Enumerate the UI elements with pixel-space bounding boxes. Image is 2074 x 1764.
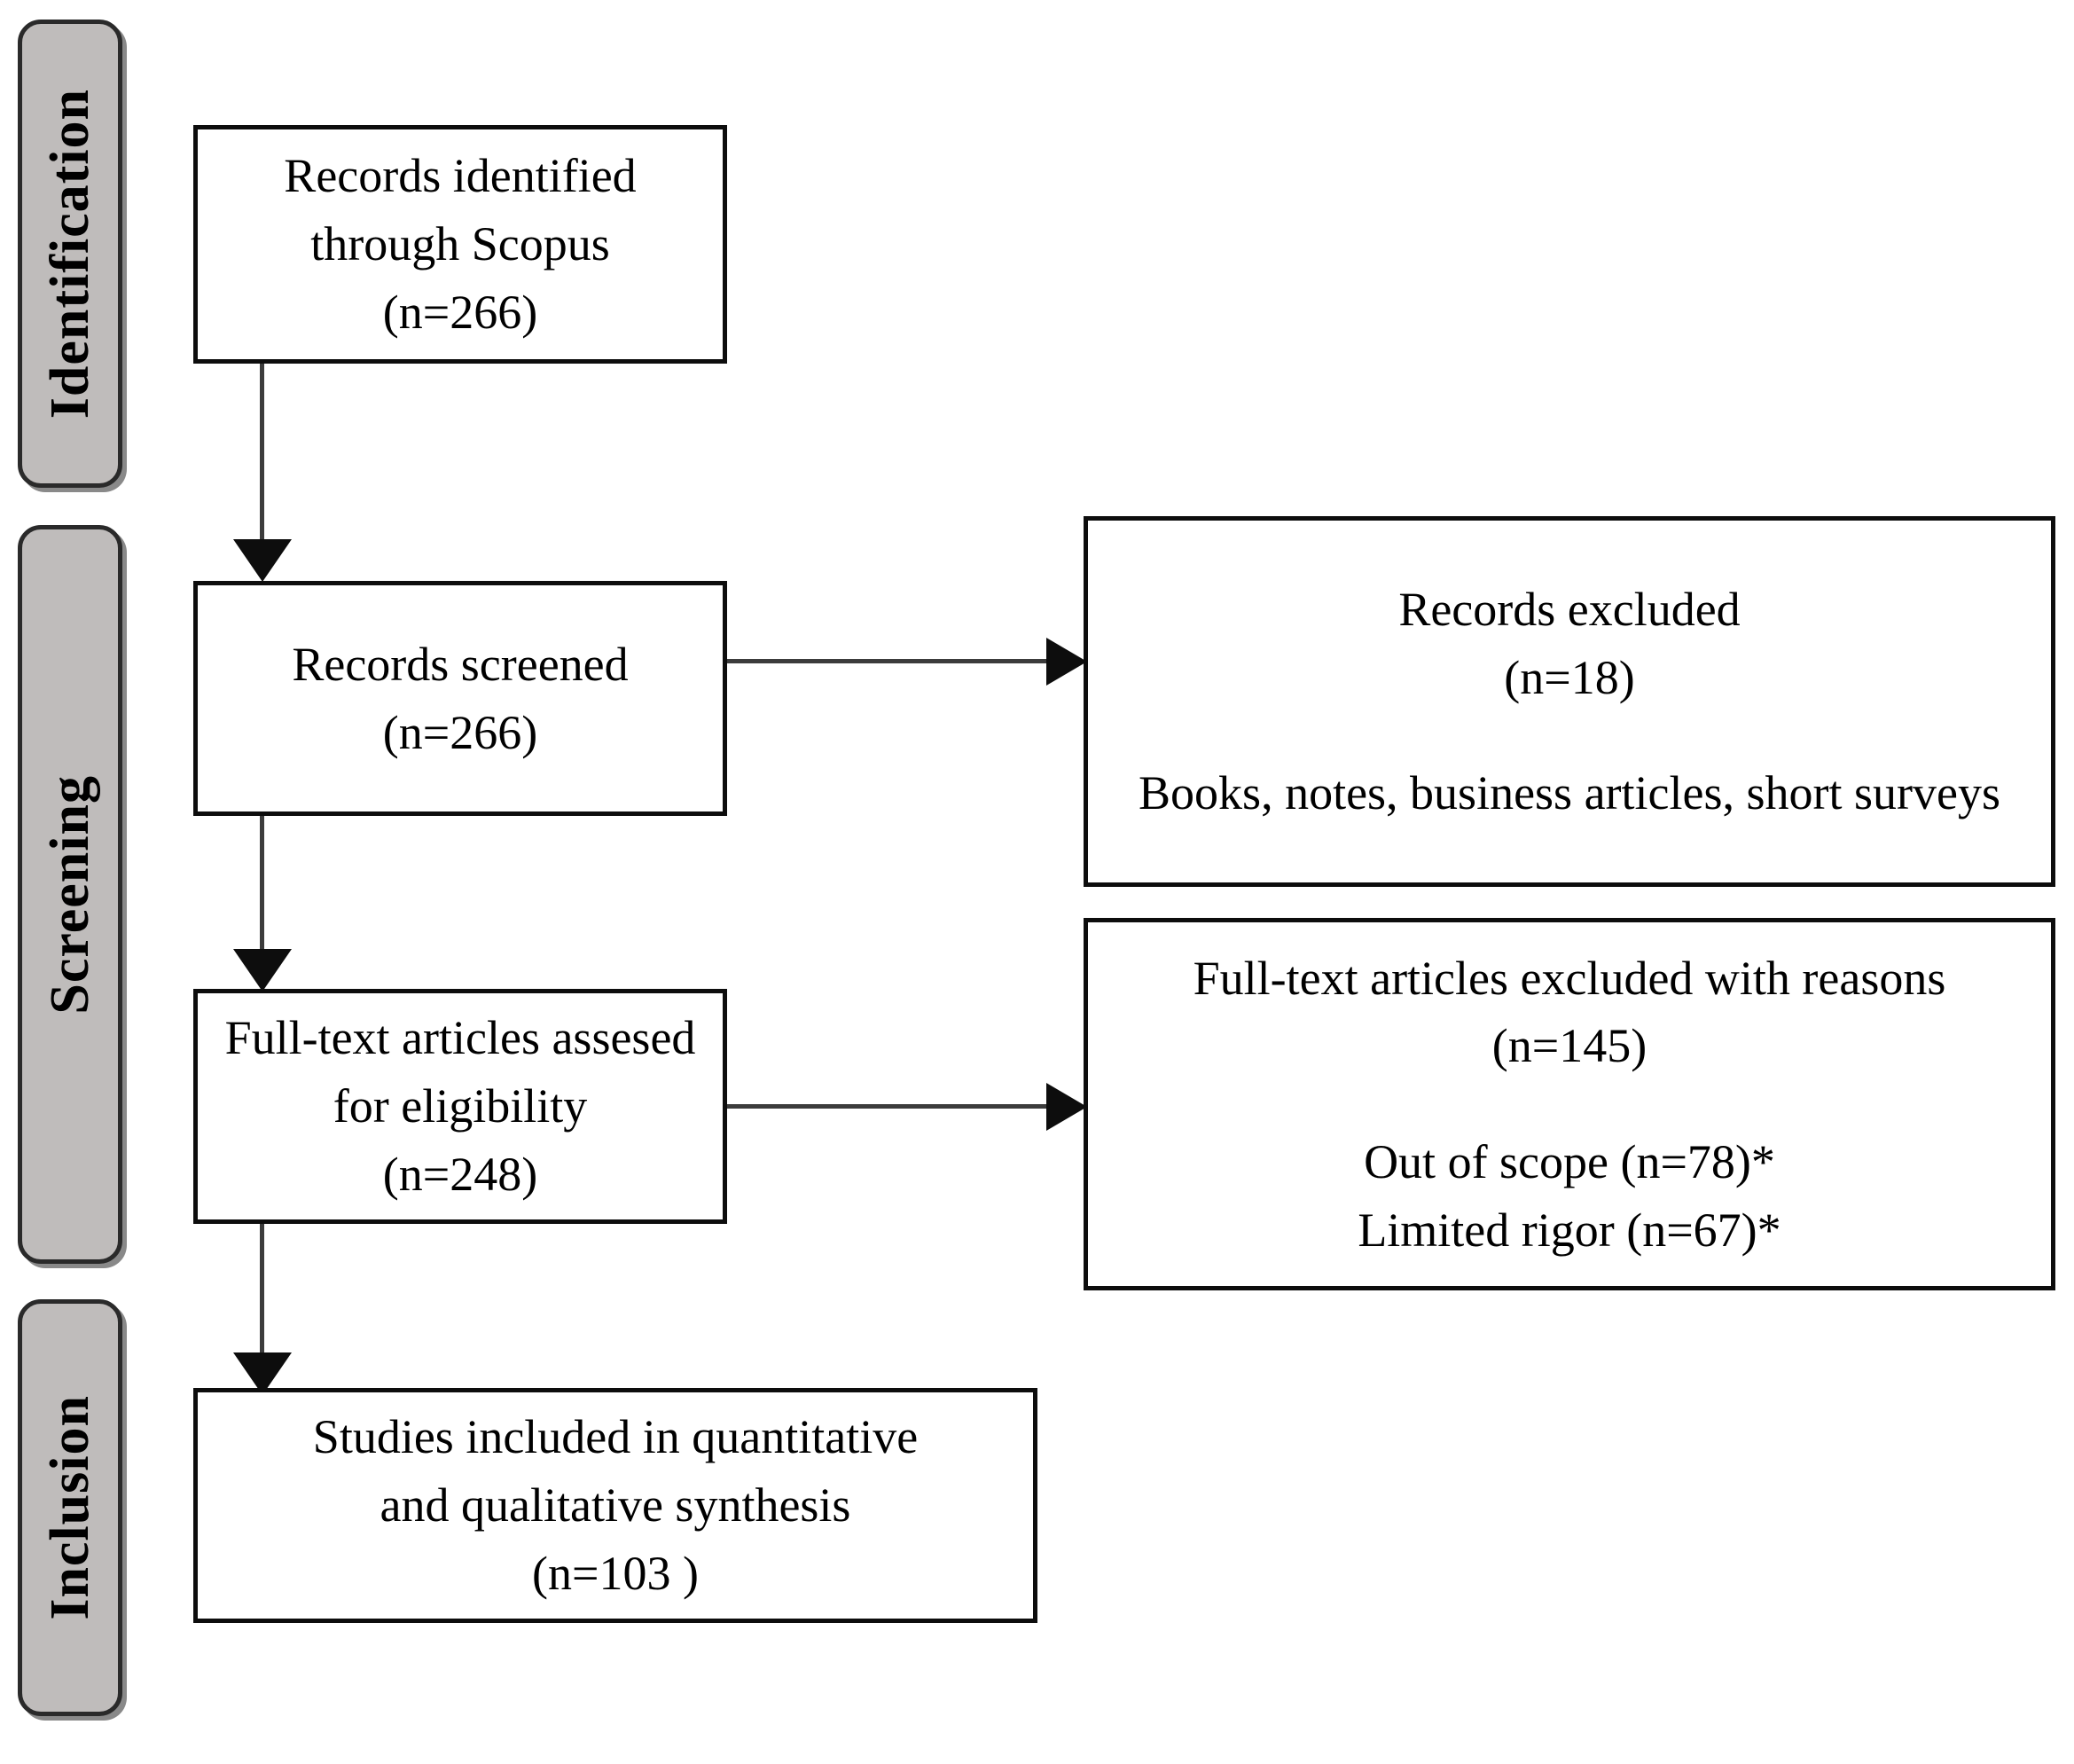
stage-tab-identification: Identification	[18, 20, 122, 488]
arrow-down-icon-fulltext	[233, 949, 292, 992]
box-records-screened-line-1: Records screened	[292, 637, 629, 691]
stage-tab-screening: Screening	[18, 525, 122, 1264]
box-records-screened-count: (n=266)	[382, 705, 538, 759]
box-records-excluded-count: (n=18)	[1504, 650, 1635, 704]
stage-label-inclusion: Inclusion	[40, 1395, 100, 1620]
box-records-screened: Records screened (n=266)	[193, 581, 727, 816]
box-fulltext-articles-excluded-count: (n=145)	[1491, 1019, 1647, 1073]
box-studies-included-count: (n=103 )	[532, 1546, 699, 1600]
arrow-right-icon-excluded	[1046, 638, 1087, 686]
box-fulltext-articles-assessed-line-1: Full-text articles assesed	[224, 1011, 696, 1065]
connector-screened-to-fulltext	[260, 816, 264, 958]
box-fulltext-articles-excluded-reason-1: Out of scope (n=78)*	[1364, 1135, 1775, 1188]
box-records-identified-line-2: through Scopus	[310, 217, 610, 271]
box-fulltext-articles-assessed: Full-text articles assesed for eligibili…	[193, 989, 727, 1224]
box-fulltext-articles-excluded: Full-text articles excluded with reasons…	[1084, 918, 2055, 1290]
connector-screened-to-excluded	[727, 659, 1060, 663]
connector-identified-to-screened	[260, 364, 264, 548]
arrow-down-icon-screened	[233, 539, 292, 582]
stage-tab-inclusion: Inclusion	[18, 1299, 122, 1716]
box-studies-included: Studies included in quantitative and qua…	[193, 1388, 1037, 1623]
box-records-identified-line-1: Records identified	[284, 149, 637, 203]
connector-fulltext-to-included	[260, 1224, 264, 1361]
box-studies-included-line-2: and qualitative synthesis	[380, 1478, 851, 1533]
box-fulltext-articles-excluded-heading: Full-text articles excluded with reasons	[1193, 951, 1946, 1005]
box-records-excluded-reason: Books, notes, business articles, short s…	[1139, 766, 2000, 820]
arrow-right-icon-excluded-reasons	[1046, 1083, 1087, 1131]
stage-label-screening: Screening	[40, 774, 100, 1015]
box-fulltext-articles-assessed-line-2: for eligibility	[333, 1079, 588, 1133]
box-records-identified-count: (n=266)	[382, 285, 538, 339]
box-records-excluded: Records excluded (n=18) Books, notes, bu…	[1084, 516, 2055, 887]
box-fulltext-articles-assessed-count: (n=248)	[382, 1147, 538, 1201]
box-records-excluded-heading: Records excluded	[1398, 582, 1741, 636]
stage-label-identification: Identification	[40, 88, 100, 419]
connector-fulltext-to-excluded-reasons	[727, 1104, 1060, 1109]
box-fulltext-articles-excluded-reason-2: Limited rigor (n=67)*	[1358, 1203, 1781, 1257]
box-records-identified: Records identified through Scopus (n=266…	[193, 125, 727, 364]
box-studies-included-line-1: Studies included in quantitative	[312, 1410, 919, 1464]
